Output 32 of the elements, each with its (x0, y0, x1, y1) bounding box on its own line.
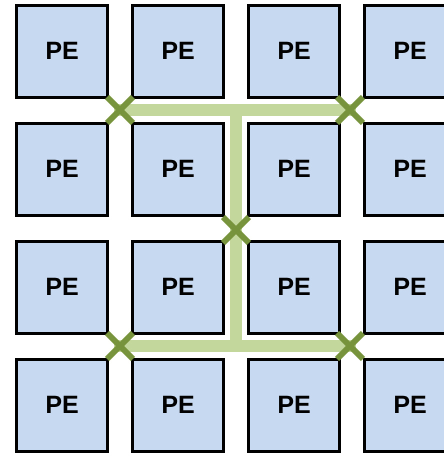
processing-element-box (131, 4, 225, 99)
box-label: PE (45, 273, 79, 302)
processing-element-box (247, 358, 341, 453)
box-label: PE (45, 37, 79, 66)
processing-element-box (363, 240, 444, 335)
processing-element-box (15, 122, 109, 217)
box-label: PE (277, 391, 311, 420)
processing-element-box (131, 122, 225, 217)
box-label: PE (161, 273, 195, 302)
processing-element-box (15, 358, 109, 453)
processing-element-box (363, 122, 444, 217)
processing-element-box (363, 358, 444, 453)
box-label: PE (393, 391, 427, 420)
box-label: PE (393, 273, 427, 302)
box-label: PE (277, 155, 311, 184)
processing-element-box (363, 4, 444, 99)
box-label: PE (393, 37, 427, 66)
box-label: PE (161, 391, 195, 420)
box-label: PE (45, 391, 79, 420)
processing-element-box (15, 4, 109, 99)
processing-element-box (247, 4, 341, 99)
processing-element-box (131, 358, 225, 453)
processing-element-box (247, 122, 341, 217)
box-label: PE (161, 155, 195, 184)
box-label: PE (45, 155, 79, 184)
processing-element-box (247, 240, 341, 335)
processing-element-box (131, 240, 225, 335)
box-label: PE (277, 273, 311, 302)
box-label: PE (277, 37, 311, 66)
box-label: PE (393, 155, 427, 184)
processing-element-box (15, 240, 109, 335)
box-label: PE (161, 37, 195, 66)
